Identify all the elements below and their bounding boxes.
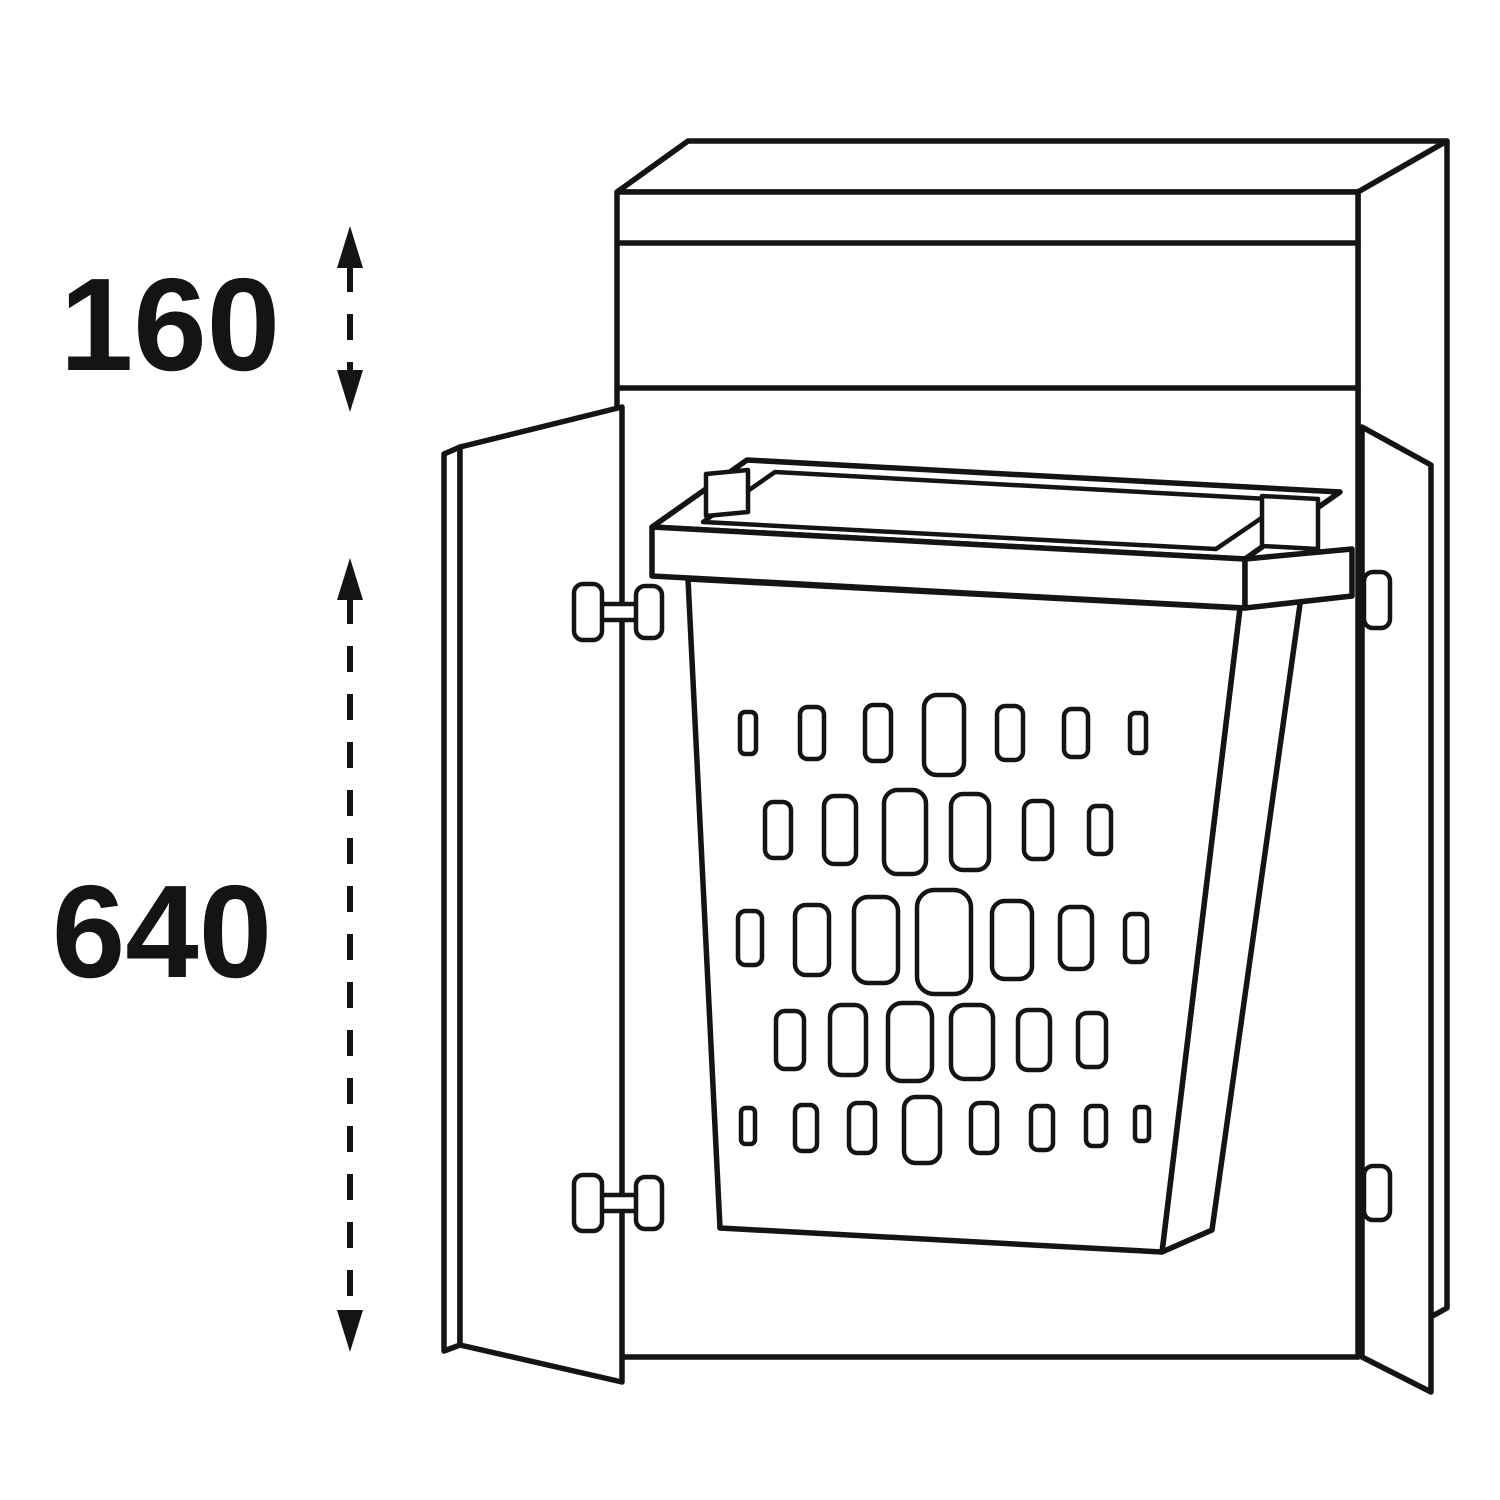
cabinet-top-face — [614, 138, 1450, 195]
rim-right-hook — [1259, 493, 1321, 552]
arrowhead-up-icon — [337, 558, 363, 600]
basket-hole — [901, 1094, 943, 1166]
basket-hole — [1061, 706, 1091, 760]
hinge-plate — [633, 1174, 665, 1232]
basket-hole — [797, 704, 827, 762]
basket-hole — [792, 902, 832, 978]
left-door-hinge-top — [571, 581, 665, 643]
basket-hole — [735, 908, 765, 968]
basket-hole — [851, 894, 901, 986]
rim-right-bracket — [1242, 546, 1355, 611]
basket-hole — [738, 1105, 758, 1147]
basket-hole — [914, 887, 974, 997]
basket-hole — [885, 1000, 935, 1084]
basket-hole — [792, 1102, 820, 1154]
basket-hole — [846, 1100, 878, 1156]
right-door-hinge-top — [1361, 569, 1393, 631]
dimension-160: 160 — [60, 226, 363, 412]
arrowhead-down-icon — [337, 1310, 363, 1352]
basket-perforations — [735, 692, 1152, 1166]
dimension-640: 640 — [52, 558, 363, 1352]
basket-hole — [827, 1002, 869, 1078]
basket-hole — [773, 1008, 807, 1072]
right-door-hinge-bottom — [1361, 1163, 1393, 1223]
basket-rim-frame — [649, 457, 1355, 611]
basket-hole — [881, 787, 929, 877]
basket-hole — [921, 692, 967, 778]
laundry-basket — [685, 576, 1305, 1255]
basket-hole — [1083, 1103, 1109, 1149]
basket-hole — [1057, 904, 1095, 972]
hinge-plate — [633, 583, 665, 641]
rim-left-hook — [703, 467, 751, 519]
basket-hole — [948, 791, 992, 873]
basket-hole — [1075, 1010, 1109, 1070]
arrowhead-down-icon — [337, 370, 363, 412]
basket-hole — [1015, 1007, 1053, 1073]
arrowhead-up-icon — [337, 226, 363, 268]
basket-hole — [821, 793, 859, 867]
dimension-value-160: 160 — [60, 251, 280, 398]
basket-hole — [1132, 1104, 1152, 1144]
left-door-hinge-bottom — [571, 1172, 665, 1234]
left-door-front — [457, 404, 625, 1385]
basket-hole — [989, 898, 1035, 982]
basket-hole — [948, 1002, 996, 1082]
left-door — [441, 404, 665, 1385]
hinge-cup — [571, 1172, 605, 1234]
basket-hole — [968, 1100, 1000, 1156]
basket-hole — [737, 709, 759, 757]
basket-hole — [862, 702, 894, 764]
hinge-cup — [571, 581, 605, 643]
basket-hole — [762, 799, 794, 861]
basket-hole — [994, 703, 1026, 763]
right-door — [1359, 424, 1434, 1395]
basket-hole — [1028, 1103, 1056, 1153]
basket-hole — [1086, 803, 1114, 857]
dimension-value-640: 640 — [52, 858, 272, 1005]
basket-hole — [1122, 911, 1150, 965]
basket-hole — [1021, 798, 1055, 862]
basket-hole — [1127, 710, 1149, 756]
right-door-front — [1359, 424, 1434, 1395]
